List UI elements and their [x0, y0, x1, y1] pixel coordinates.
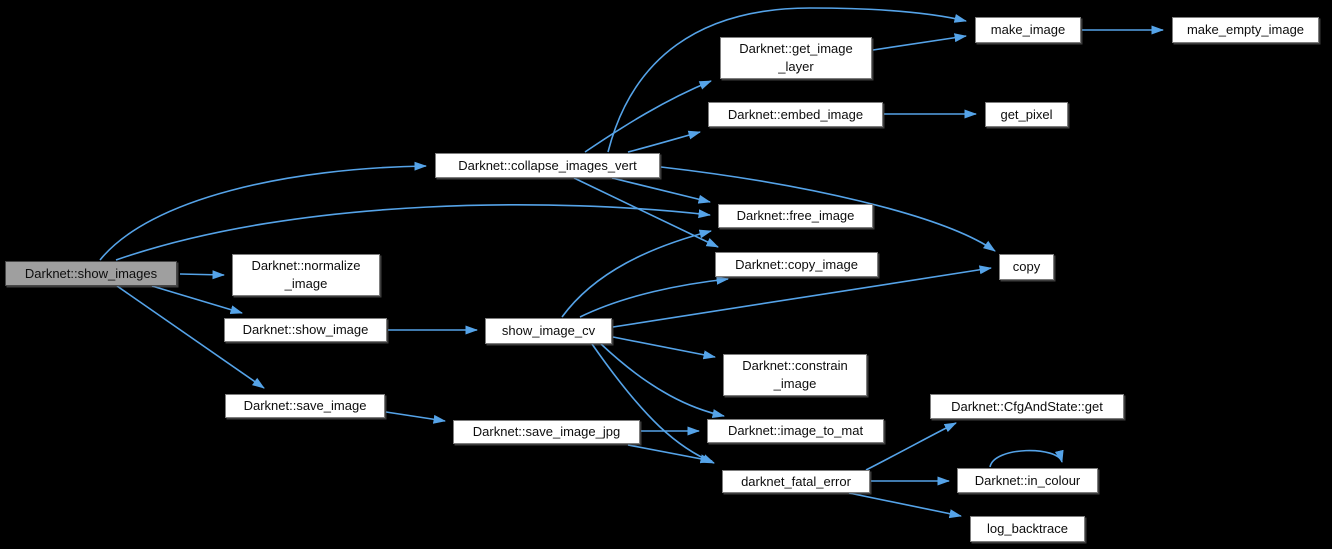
node-image-to-mat[interactable]: Darknet::image_to_mat [707, 419, 884, 443]
node-make-empty-image[interactable]: make_empty_image [1172, 17, 1319, 43]
edge-darknet-fatal-error-log-backtrace [848, 492, 962, 519]
node-get-image-layer[interactable]: Darknet::get_image _layer [720, 37, 872, 79]
edge-collapse-images-vert-copy-image [573, 177, 719, 248]
node-embed-image[interactable]: Darknet::embed_image [708, 102, 883, 127]
edge-collapse-images-vert-copy [660, 166, 996, 252]
edge-show-image-cv-free-image [561, 229, 712, 318]
edge-show-image-cv-copy [612, 265, 992, 328]
edge-collapse-images-vert-embed-image [627, 130, 701, 153]
node-show-image[interactable]: Darknet::show_image [224, 318, 387, 342]
node-constrain-image[interactable]: Darknet::constrain _image [723, 354, 867, 396]
edge-collapse-images-vert-free-image [611, 177, 711, 204]
edge-darknet-fatal-error-cfgandstate-get [865, 422, 957, 471]
edge-show-image-cv-copy-image [579, 275, 729, 318]
node-make-image[interactable]: make_image [975, 17, 1081, 43]
node-show-image-cv[interactable]: show_image_cv [485, 318, 612, 344]
edge-show-images-save-image [116, 285, 265, 389]
edge-show-image-cv-darknet-fatal-error [591, 343, 715, 464]
node-show-images[interactable]: Darknet::show_images [5, 261, 177, 286]
node-copy[interactable]: copy [999, 254, 1054, 280]
edge-show-images-collapse-images-vert [99, 161, 427, 261]
node-in-colour[interactable]: Darknet::in_colour [957, 468, 1098, 493]
edge-in-colour-in-colour [989, 449, 1064, 468]
node-log-backtrace[interactable]: log_backtrace [970, 516, 1085, 542]
edge-show-images-show-image [151, 285, 243, 315]
node-collapse-images-vert[interactable]: Darknet::collapse_images_vert [435, 153, 660, 178]
edge-get-image-layer-make-image [872, 33, 967, 51]
edge-show-image-cv-constrain-image [612, 336, 716, 360]
node-save-image-jpg[interactable]: Darknet::save_image_jpg [453, 420, 640, 444]
node-cfgandstate-get[interactable]: Darknet::CfgAndState::get [930, 394, 1124, 419]
edge-show-images-free-image [115, 204, 711, 261]
edge-collapse-images-vert-make-image [607, 7, 967, 153]
edge-save-image-jpg-darknet-fatal-error [627, 444, 713, 464]
node-normalize-image[interactable]: Darknet::normalize _image [232, 254, 380, 296]
node-darknet-fatal-error[interactable]: darknet_fatal_error [722, 470, 870, 493]
edge-save-image-save-image-jpg [385, 411, 446, 424]
node-free-image[interactable]: Darknet::free_image [718, 204, 873, 228]
node-get-pixel[interactable]: get_pixel [985, 102, 1068, 127]
edge-show-images-normalize-image [179, 270, 225, 280]
node-save-image[interactable]: Darknet::save_image [225, 394, 385, 418]
edge-show-image-cv-image-to-mat [600, 343, 725, 418]
edge-collapse-images-vert-get-image-layer [584, 80, 712, 153]
node-copy-image[interactable]: Darknet::copy_image [715, 252, 878, 277]
